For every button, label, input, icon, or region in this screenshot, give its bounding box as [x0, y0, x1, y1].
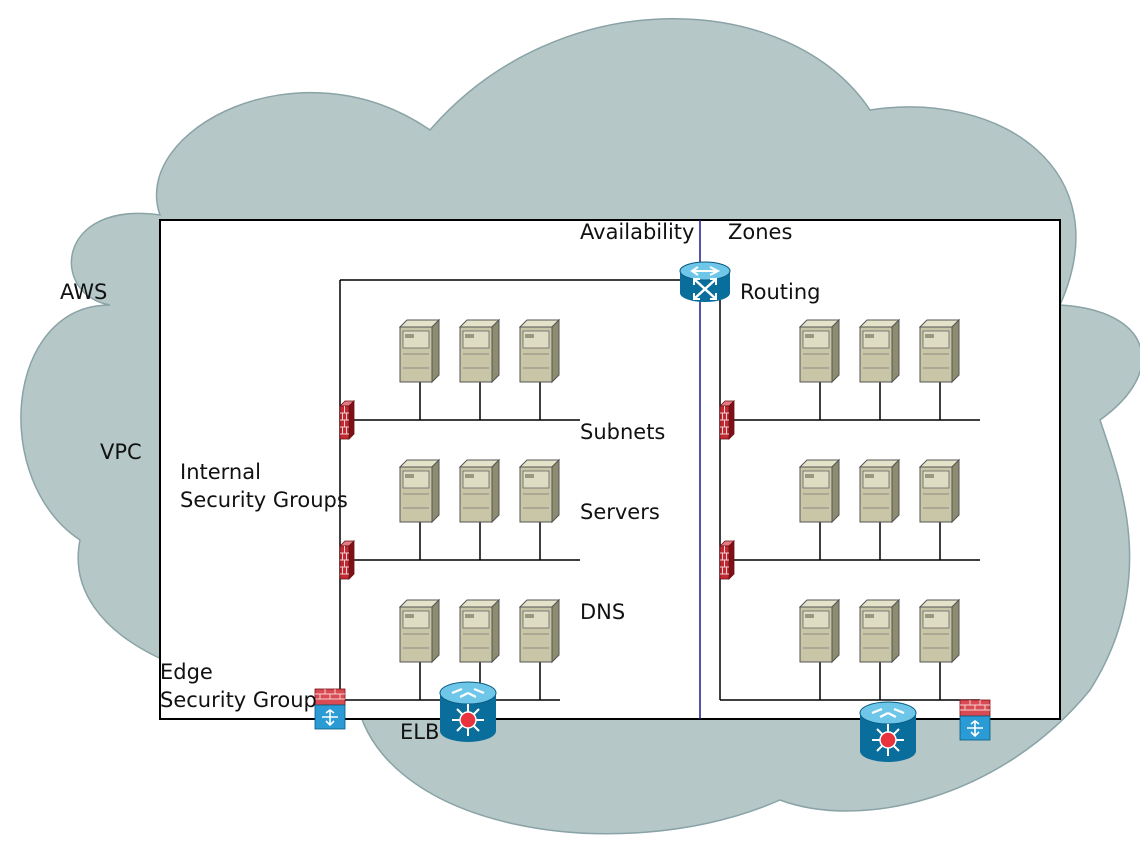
server-icon: [399, 319, 440, 383]
server-icon: [399, 599, 440, 663]
load-balancer-icon: [438, 680, 498, 744]
router-icon: [678, 260, 732, 304]
server-icon: [859, 459, 900, 523]
aws-label: AWS: [60, 280, 108, 304]
server-icon: [519, 319, 560, 383]
dns-label: DNS: [580, 600, 626, 624]
server-group-left-servers: [399, 459, 560, 523]
server-group-left-dns: [399, 599, 560, 663]
server-icon: [799, 319, 840, 383]
routing-label: Routing: [740, 280, 821, 304]
server-group-right-dns: [799, 599, 960, 663]
subnets-label: Subnets: [580, 420, 666, 444]
server-group-right-subnets: [799, 319, 960, 383]
server-icon: [459, 459, 500, 523]
firewall-icon: [719, 400, 735, 440]
server-icon: [459, 319, 500, 383]
server-icon: [519, 459, 560, 523]
vpc-box: [159, 219, 1061, 720]
server-icon: [919, 459, 960, 523]
firewall-icon: [339, 540, 355, 580]
internal-security-groups-label-line2: Security Groups: [180, 488, 348, 512]
server-icon: [799, 599, 840, 663]
server-group-left-subnets: [399, 319, 560, 383]
zones-label: Zones: [728, 220, 793, 244]
server-icon: [519, 599, 560, 663]
firewall-gateway-icon: [314, 688, 346, 730]
edge-security-group-label-line1: Edge: [160, 660, 213, 684]
firewall-icon: [719, 540, 735, 580]
vpc-label: VPC: [100, 440, 142, 464]
server-icon: [919, 599, 960, 663]
server-icon: [799, 459, 840, 523]
server-group-right-servers: [799, 459, 960, 523]
server-icon: [919, 319, 960, 383]
firewall-icon: [339, 400, 355, 440]
server-icon: [859, 319, 900, 383]
load-balancer-icon: [858, 700, 918, 764]
server-icon: [399, 459, 440, 523]
availability-label: Availability: [580, 220, 695, 244]
edge-security-group-label-line2: Security Group: [160, 688, 317, 712]
server-icon: [859, 599, 900, 663]
internal-security-groups-label-line1: Internal: [180, 460, 261, 484]
elb-label: ELB: [400, 720, 440, 744]
firewall-gateway-icon: [959, 699, 991, 741]
servers-label: Servers: [580, 500, 660, 524]
server-icon: [459, 599, 500, 663]
